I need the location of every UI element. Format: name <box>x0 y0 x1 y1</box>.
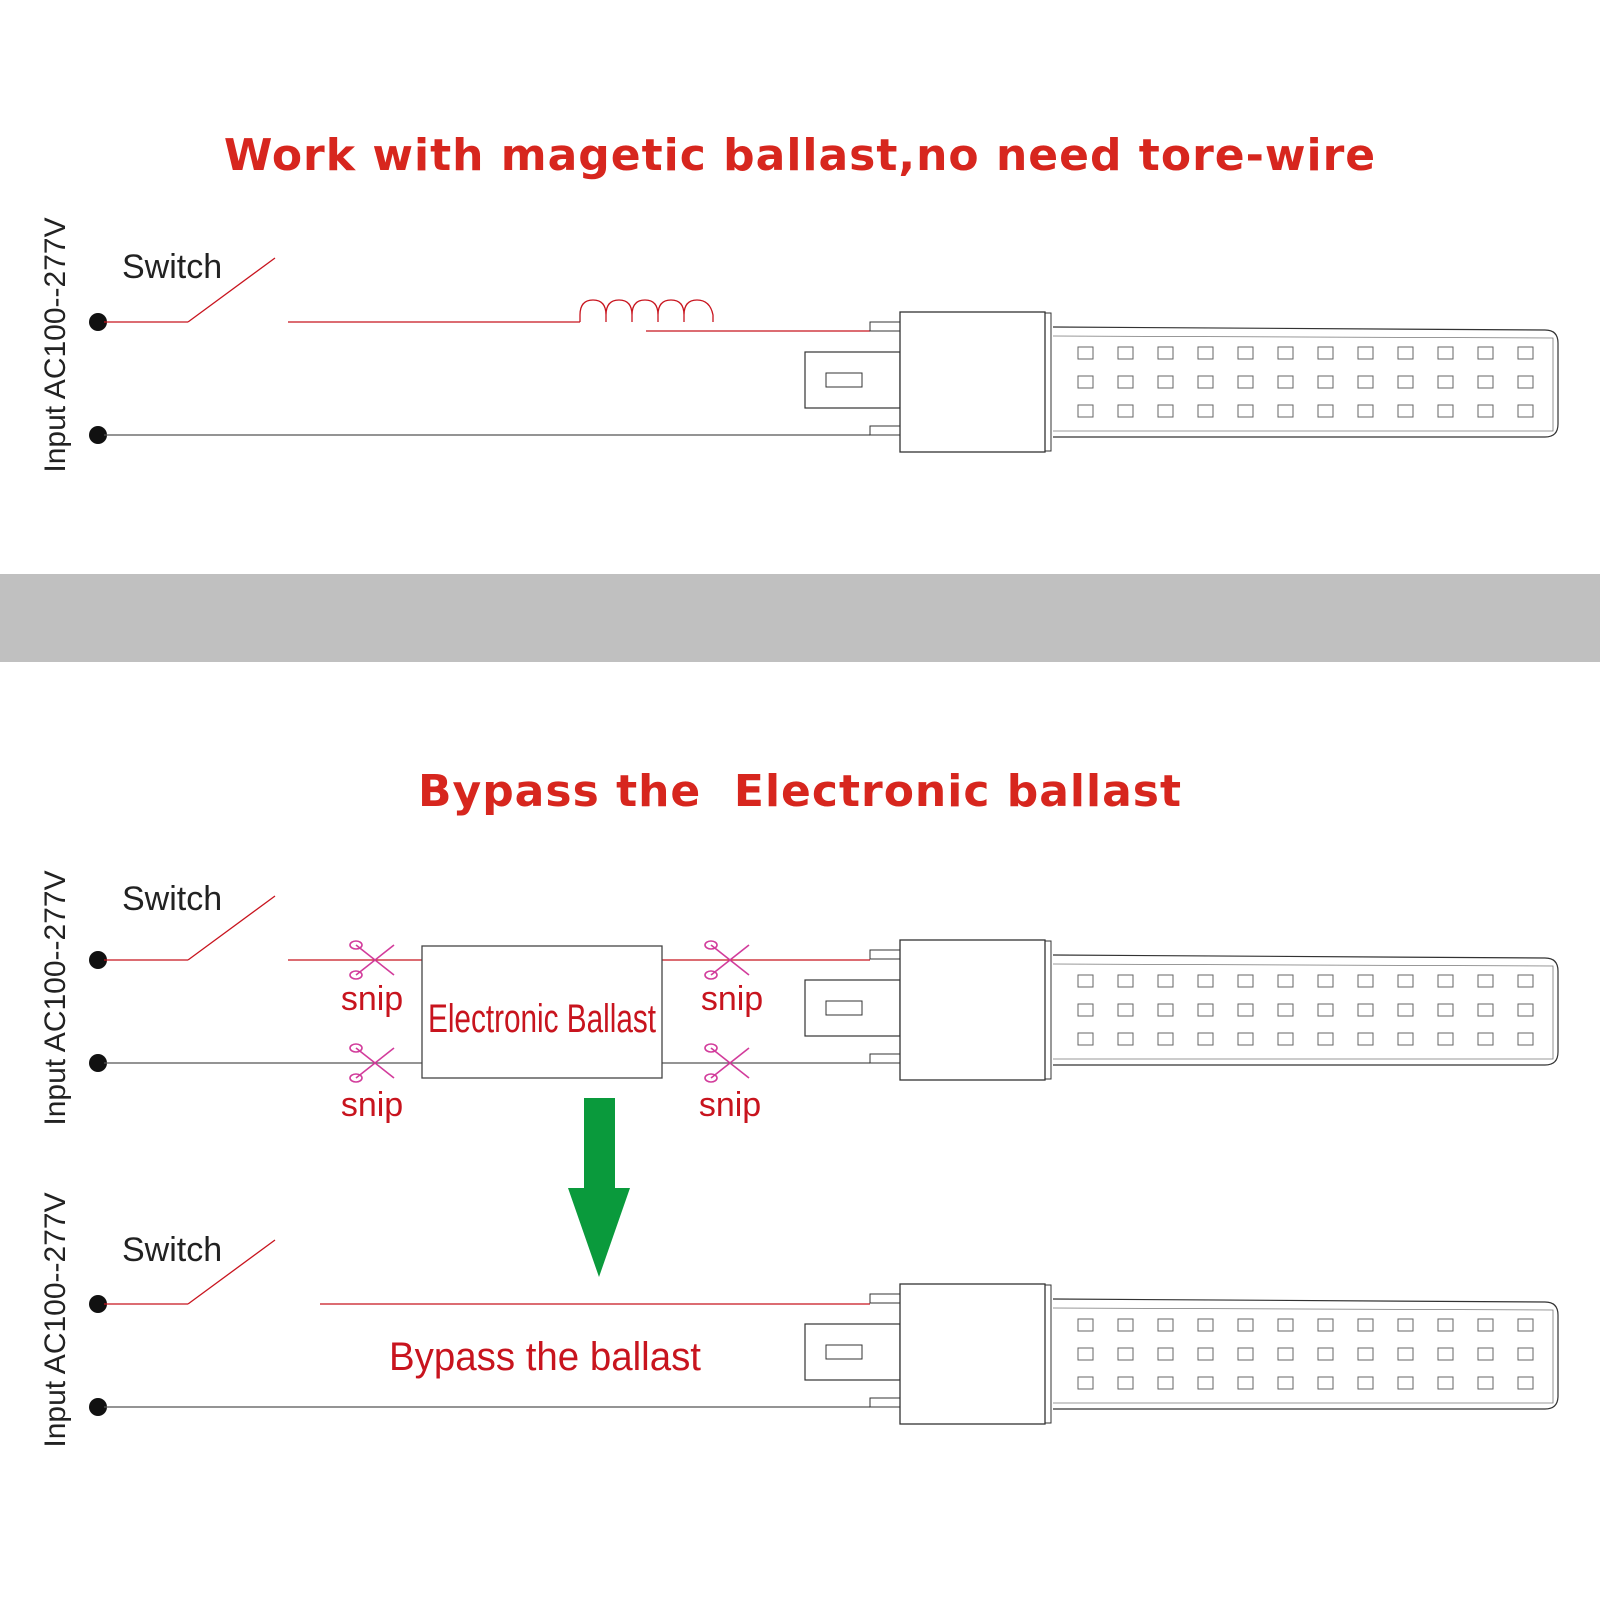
switch-icon <box>187 895 276 961</box>
section-electronic-ballast: Bypass the Electronic ballast Input AC10… <box>39 766 1559 1277</box>
terminal-dot-icon <box>89 313 107 331</box>
bypass-ballast-label: Bypass the ballast <box>389 1335 701 1379</box>
terminal-dot-icon <box>89 1054 107 1072</box>
electronic-ballast-box <box>421 945 663 1079</box>
terminal-dot-icon <box>89 1295 107 1313</box>
snip-label: snip <box>699 1086 761 1124</box>
down-arrow-icon <box>568 1098 630 1277</box>
terminal-dot-icon <box>89 426 107 444</box>
switch-icon <box>187 257 276 323</box>
section3-switch-label: Switch <box>122 1231 222 1269</box>
section-divider <box>0 574 1600 662</box>
section-bypassed: Input AC100--277V Switch Bypass the ball… <box>39 1192 1559 1448</box>
section1-input-label: Input AC100--277V <box>39 217 72 472</box>
terminal-dot-icon <box>89 951 107 969</box>
snip-label: snip <box>701 980 763 1018</box>
live-wire <box>104 257 870 332</box>
section1-switch-label: Switch <box>122 248 222 286</box>
switch-icon <box>187 1239 276 1305</box>
section3-input-label: Input AC100--277V <box>39 1192 72 1447</box>
terminal-dot-icon <box>89 1398 107 1416</box>
section2-title: Bypass the Electronic ballast <box>418 766 1182 817</box>
section2-input-label: Input AC100--277V <box>39 870 72 1125</box>
snip-label: snip <box>341 1086 403 1124</box>
section1-title: Work with magetic ballast,no need tore-w… <box>224 130 1376 181</box>
snip-label: snip <box>341 980 403 1018</box>
section2-switch-label: Switch <box>122 880 222 918</box>
electronic-ballast-label: Electronic Ballast <box>428 997 656 1041</box>
inductor-coil-icon <box>579 299 714 322</box>
live-wire <box>104 895 870 961</box>
live-wire <box>104 1239 870 1305</box>
section-magnetic-ballast: Work with magetic ballast,no need tore-w… <box>39 130 1559 473</box>
